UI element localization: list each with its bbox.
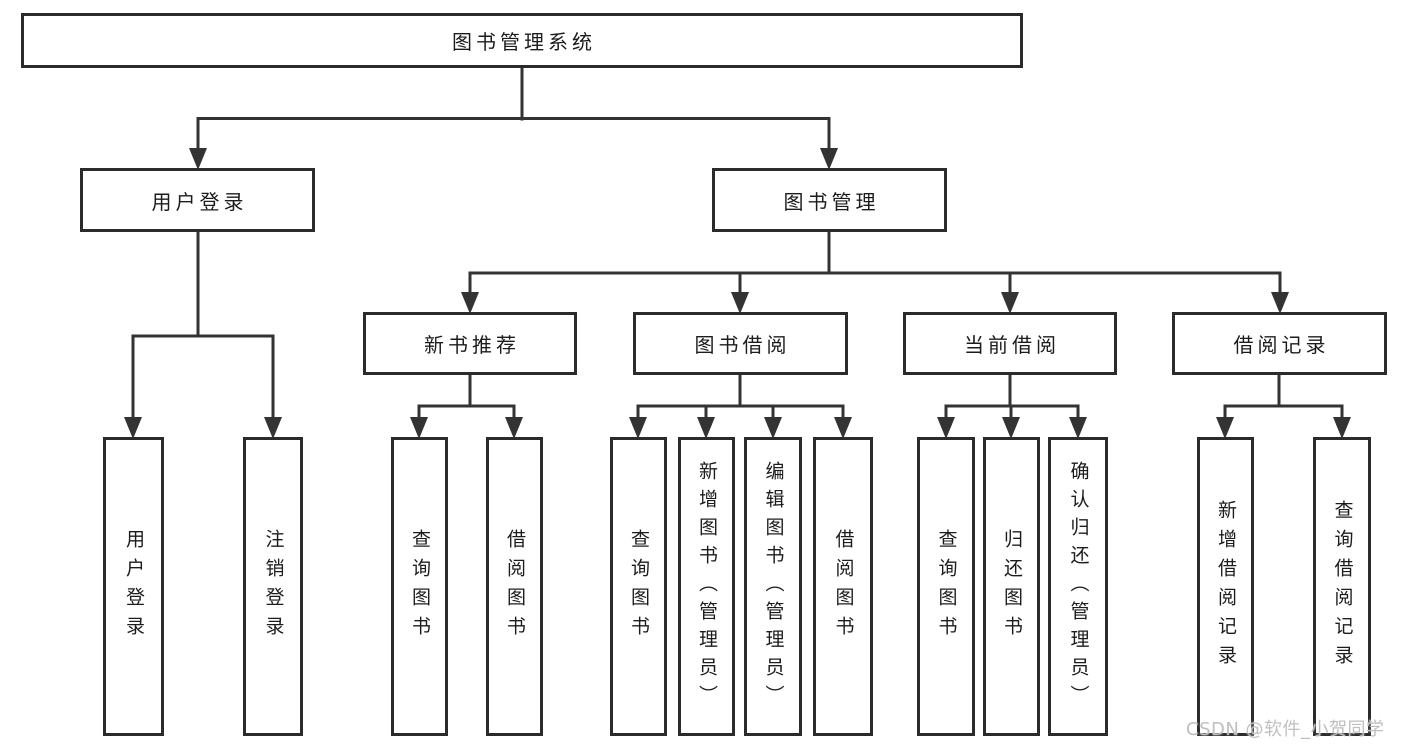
leaf-query-borrow-record: 查询借阅记录 — [1313, 437, 1371, 736]
leaf-add-books-admin: 新增图书（管理员） — [678, 437, 735, 736]
node-book-management: 图书管理 — [712, 168, 947, 232]
leaf-query-books-borrow: 查询图书 — [610, 437, 667, 736]
leaf-borrow-books: 借阅图书 — [813, 437, 873, 736]
node-new-book-recommend: 新书推荐 — [363, 312, 577, 375]
root-node-library-system: 图书管理系统 — [21, 13, 1023, 68]
node-current-borrow: 当前借阅 — [903, 312, 1117, 375]
leaf-borrow-books-recommend: 借阅图书 — [486, 437, 543, 736]
leaf-confirm-return-admin: 确认归还（管理员） — [1048, 437, 1108, 736]
leaf-query-books-current: 查询图书 — [917, 437, 975, 736]
leaf-logout: 注销登录 — [243, 437, 303, 736]
node-book-borrow: 图书借阅 — [633, 312, 848, 375]
leaf-add-borrow-record: 新增借阅记录 — [1197, 437, 1254, 736]
leaf-query-books-recommend: 查询图书 — [391, 437, 448, 736]
node-borrow-records: 借阅记录 — [1172, 312, 1387, 375]
watermark: CSDN @软件_小贺同学 — [1186, 719, 1385, 740]
leaf-user-login: 用户登录 — [103, 437, 164, 736]
leaf-edit-books-admin: 编辑图书（管理员） — [744, 437, 802, 736]
leaf-return-books: 归还图书 — [983, 437, 1040, 736]
node-user-login: 用户登录 — [80, 168, 315, 232]
